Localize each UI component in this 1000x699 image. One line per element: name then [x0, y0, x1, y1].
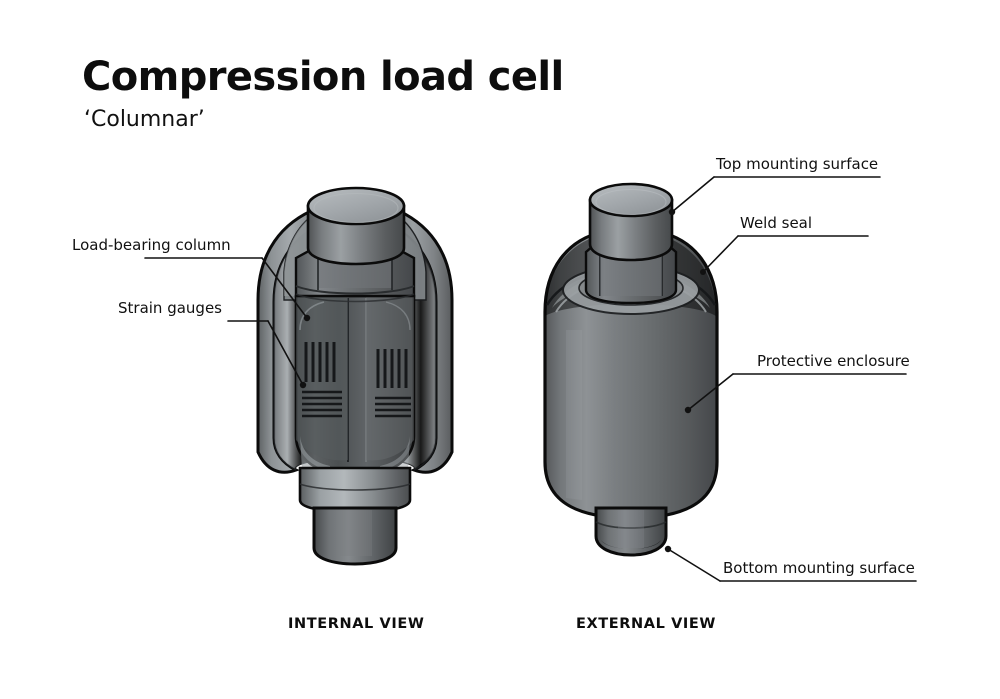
bottom-foot	[312, 506, 398, 566]
protective-enclosure	[543, 230, 719, 520]
column-shoulder-right	[380, 436, 410, 470]
leader-strain-gauges	[227, 320, 307, 389]
callout-label-weld-seal: Weld seal	[740, 214, 813, 232]
external-top-cap	[588, 182, 674, 262]
page-title: Compression load cell	[82, 54, 564, 100]
callout-label-protective-enclosure: Protective enclosure	[757, 352, 910, 370]
leader-protective-enclosure	[684, 373, 907, 414]
callout-label-load-bearing-column: Load-bearing column	[72, 236, 231, 254]
column-facet-right	[366, 296, 414, 461]
hex-collar-ring-2	[295, 293, 415, 303]
gauge-vertical-lines-side	[376, 349, 408, 388]
strain-gauge-grid-front	[302, 342, 342, 418]
hex-collar-facet	[318, 246, 392, 288]
ext-bottom-mounting-surface	[601, 540, 661, 549]
ext-bottom-foot	[594, 506, 668, 557]
bottom-foot-facet	[340, 510, 372, 556]
callout-label-top-mounting-surface: Top mounting surface	[716, 155, 879, 173]
column-shoulder-left	[300, 436, 330, 470]
external-bottom	[594, 506, 668, 557]
weld-seal-outer	[545, 266, 717, 306]
strain-gauge-grid-side	[375, 349, 411, 418]
base-step-ring	[299, 483, 411, 491]
weld-seal-inner	[555, 277, 707, 313]
enclosure-top-shade	[545, 234, 716, 316]
ext-bottom-foot-step	[595, 521, 667, 529]
callout-label-strain-gauges: Strain gauges	[118, 299, 222, 317]
top-cap-surface	[306, 186, 406, 226]
external-hex-collar	[584, 238, 678, 305]
top-cap-side	[306, 204, 406, 266]
column-body	[294, 294, 416, 472]
internal-hex-collar	[294, 244, 416, 303]
hex-collar-ring-1	[295, 285, 415, 295]
weld-seal-collar-ellipse	[562, 265, 700, 315]
callout-label-bottom-mounting-surface: Bottom mounting surface	[723, 559, 915, 577]
cutaway-shell-left-inner	[273, 224, 319, 471]
internal-view-illustration	[256, 186, 454, 566]
internal-top-cap	[306, 186, 406, 266]
gauge-horizontal-lines	[302, 390, 342, 418]
ext-top-cap-side	[588, 198, 674, 262]
leader-weld-seal	[700, 235, 869, 275]
top-cap-inner-ring	[313, 192, 399, 224]
ext-bottom-foot-facet	[618, 510, 644, 548]
callout-leaders	[144, 176, 917, 582]
leader-top-mounting-surface	[668, 176, 881, 216]
internal-base	[298, 466, 412, 566]
enclosure-highlight	[566, 330, 582, 500]
base-step	[298, 466, 412, 514]
column-facet-left	[296, 296, 348, 461]
view-caption-internal: INTERNAL VIEW	[288, 616, 425, 632]
cutaway-shell-right	[390, 205, 454, 474]
cutaway-back-wall	[283, 211, 427, 301]
cutaway-shell	[256, 205, 454, 474]
column-fillet-left	[299, 301, 325, 331]
view-caption-external: EXTERNAL VIEW	[576, 616, 717, 632]
page-subtitle: ‘Columnar’	[84, 107, 205, 132]
load-bearing-column	[294, 294, 416, 472]
gauge-horizontal-lines-side	[375, 396, 411, 418]
ext-hex-facet	[600, 240, 662, 296]
external-view-illustration	[543, 182, 719, 557]
enclosure-body	[543, 230, 719, 520]
hex-collar-body	[294, 244, 416, 298]
ext-top-cap-inner-ring	[595, 188, 667, 216]
column-fillet-right	[385, 301, 411, 331]
cutaway-back-wall-shade	[284, 212, 340, 296]
cutaway-shell-left	[256, 205, 320, 474]
ext-hex-collar-body	[584, 238, 678, 305]
gauge-vertical-lines	[304, 342, 336, 382]
weld-seal-band	[552, 272, 710, 308]
cutaway-shell-right-inner	[391, 224, 437, 471]
weld-seal-collar-inner	[578, 270, 684, 306]
weld-seal-ring	[545, 265, 717, 315]
ext-top-cap-surface	[588, 182, 674, 218]
